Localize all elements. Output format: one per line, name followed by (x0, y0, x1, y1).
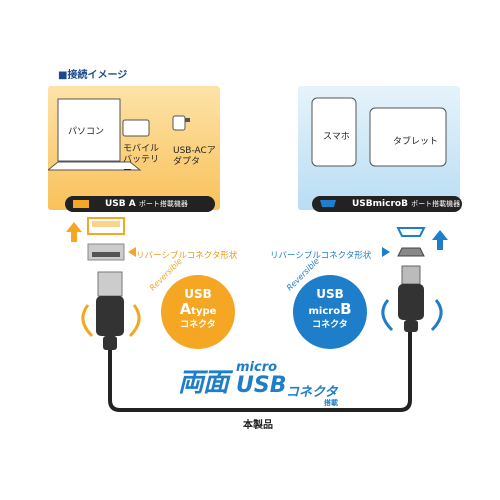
micro-b-devices-illustration (311, 97, 447, 167)
usb-a-badge-line3: コネクタ (180, 320, 216, 330)
usb-a-port-icon (73, 200, 89, 208)
usb-a-badge-line1: USB (184, 287, 212, 301)
laptop-icon (48, 98, 142, 171)
usb-a-port-bar: USB A ポート搭載機器 (65, 196, 215, 212)
mobile-battery-icon (122, 119, 150, 137)
left-rotate-arrow-icon-2 (128, 304, 141, 338)
ac-adapter-icon (172, 115, 190, 131)
micro-b-connector-top-icon (396, 227, 426, 237)
headline-backdrop (170, 360, 360, 404)
device-smartphone-label: スマホ (323, 132, 350, 142)
usb-a-connector-top-icon (87, 217, 125, 235)
left-connector-pointer-icon (128, 247, 136, 257)
right-connector-pointer-icon (382, 247, 390, 257)
usb-a-devices-illustration (48, 98, 190, 171)
micro-b-badge: USB microB コネクタ (293, 288, 367, 331)
micro-b-plug-icon (398, 265, 424, 332)
headline-main: 両面 (178, 368, 229, 398)
headline-tag: 搭載 (324, 399, 338, 407)
usb-a-badge: USB Atype コネクタ (161, 288, 235, 331)
usb-a-badge-circle (161, 275, 235, 349)
device-tablet-label: タブレット (393, 137, 439, 147)
micro-b-badge-line3: コネクタ (312, 320, 348, 330)
micro-b-badge-line2-big: B (340, 300, 352, 318)
usb-a-plug-icon (96, 271, 124, 350)
left-rotate-arrow-icon (81, 304, 94, 338)
micro-b-port-bar: USBmicroB ポート搭載機器 (312, 196, 462, 212)
device-adapter-label: USB-ACアダプタ (173, 146, 216, 167)
micro-b-badge-line2: micro (308, 306, 341, 317)
right-rotate-arrow-icon (381, 299, 394, 332)
micro-b-badge-line1: USB (316, 287, 344, 301)
usb-a-bar-main: USB A (105, 199, 136, 209)
right-reversible-shape-label: リバーシブルコネクタ形状 (270, 251, 372, 261)
cable-line (108, 330, 412, 412)
micro-b-port-icon (320, 200, 336, 207)
headline-usb: USB (236, 373, 287, 398)
micro-b-badge-circle (293, 275, 367, 349)
micro-b-bar-sub: ポート搭載機器 (411, 200, 461, 208)
section-title: ■接続イメージ (58, 70, 128, 81)
headline-micro: micro (236, 360, 278, 375)
device-pc-label: パソコン (68, 127, 105, 137)
product-label: 本製品 (243, 420, 273, 431)
usb-a-badge-line2: A (179, 300, 192, 318)
tablet-icon (369, 107, 447, 167)
micro-b-bar-main: USBmicroB (352, 199, 408, 209)
micro-b-connector-bottom-icon (397, 247, 425, 257)
smartphone-icon (311, 97, 357, 167)
left-reversible-shape-label: リバーシブルコネクタ形状 (136, 251, 238, 261)
left-up-arrow-icon (66, 222, 82, 242)
usb-a-bar-sub: ポート搭載機器 (138, 200, 188, 208)
device-battery-label: モバイルバッテリー (123, 144, 160, 176)
headline-connector: コネクタ (286, 385, 338, 400)
usb-a-connector-bottom-icon (87, 243, 125, 261)
right-up-arrow-icon (432, 230, 448, 250)
right-rotate-arrow-icon-2 (430, 299, 443, 332)
usb-a-badge-line2-small: type (191, 306, 217, 317)
